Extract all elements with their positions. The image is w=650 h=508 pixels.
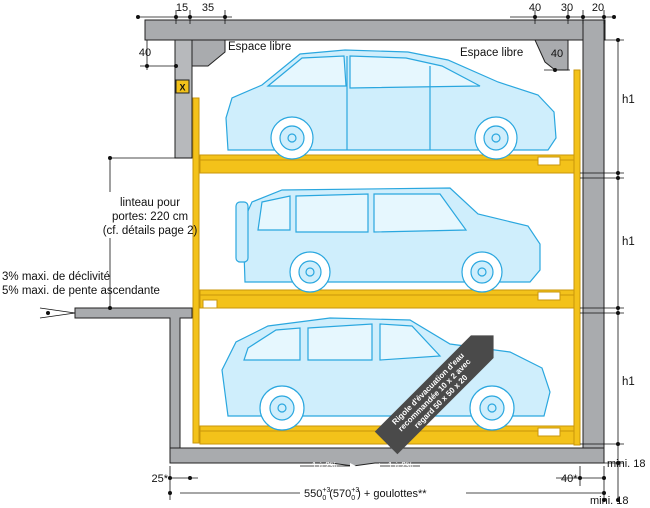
left-post xyxy=(192,97,200,444)
svg-text:550+30(570+30) + goulottes**: 550+30(570+30) + goulottes** xyxy=(304,487,427,502)
car-bottom xyxy=(221,317,551,431)
dim-top-right-a: 40 xyxy=(529,2,541,14)
level-height-3: h1 xyxy=(622,376,635,388)
mini-upper-label: mini. 18 xyxy=(607,458,646,470)
x-marker xyxy=(175,79,190,94)
car-top xyxy=(225,49,557,160)
lift-posts xyxy=(192,69,581,446)
width-base: 550 xyxy=(304,488,322,500)
dim-top-right-d: 40 xyxy=(551,48,563,60)
ceiling-slab xyxy=(144,19,606,41)
pit-floor xyxy=(169,447,605,467)
lintel-note-line-2: portes: 220 cm xyxy=(112,211,188,223)
dim-top-right-b: 30 xyxy=(561,2,573,14)
ramp-note-line-1: 3% maxi. de déclivité xyxy=(2,271,110,283)
slope-arrows xyxy=(350,463,380,469)
clearance-right-label: Espace libre xyxy=(460,47,523,59)
slope-left-label: 1 à 2% xyxy=(312,461,337,470)
width-mid: (570 xyxy=(329,488,351,500)
slope-right-label: 1 à 2% xyxy=(388,461,413,470)
lintel-note-line-3: (cf. détails page 2) xyxy=(103,225,198,237)
platform-middle xyxy=(199,289,575,309)
dim-bottom-right: 40* xyxy=(561,473,578,485)
width-sub-2: 0 xyxy=(351,495,355,502)
lintel-note-line-1: linteau pour xyxy=(120,197,180,209)
car-middle xyxy=(235,187,541,293)
dim-top-left-a: 15 xyxy=(176,2,188,14)
width-sup-1: +3 xyxy=(322,487,330,494)
width-tail: ) + goulottes** xyxy=(357,488,427,500)
building-structure xyxy=(74,19,606,467)
dim-top-right-c: 20 xyxy=(592,2,604,14)
width-sup-2: +3 xyxy=(351,487,359,494)
dimension-dots xyxy=(46,15,620,502)
left-column xyxy=(174,39,193,159)
dim-top-left-c: 40 xyxy=(139,47,151,59)
platform-top xyxy=(199,154,575,174)
level-height-1: h1 xyxy=(622,94,635,106)
clearance-left-label: Espace libre xyxy=(228,41,291,53)
ramp-note-line-2: 5% maxi. de pente ascendante xyxy=(2,285,160,297)
width-sub-1: 0 xyxy=(322,495,326,502)
mini-lower-label: mini. 18 xyxy=(590,495,629,507)
right-post xyxy=(573,69,581,446)
level-height-2: h1 xyxy=(622,236,635,248)
entry-floor xyxy=(74,307,193,449)
dim-bottom-left: 25* xyxy=(151,473,168,485)
dim-top-left-b: 35 xyxy=(202,2,214,14)
right-wall xyxy=(582,19,605,449)
x-marker-label: X xyxy=(179,83,185,93)
